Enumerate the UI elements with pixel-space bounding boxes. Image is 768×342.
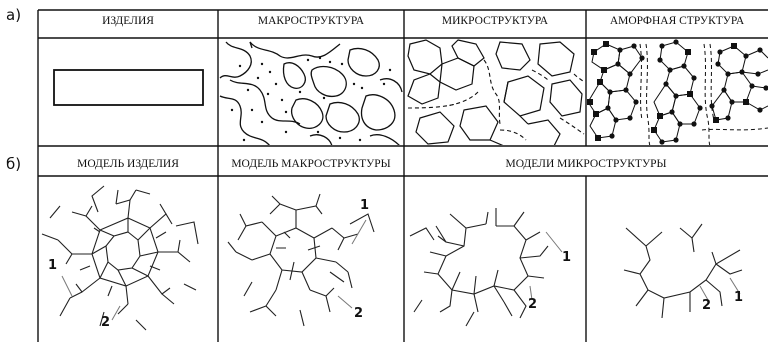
header-microstructure-models: МОДЕЛИ МИКРОСТРУКТУРЫ bbox=[505, 158, 667, 170]
amorphous-network bbox=[587, 41, 768, 143]
product-model-graph bbox=[41, 185, 199, 331]
marker-2-micro-model-1: 2 bbox=[528, 297, 538, 312]
header-macrostructure: МАКРОСТРУКТУРА bbox=[257, 15, 365, 27]
marker-1-micro-model-2: 1 bbox=[734, 290, 744, 305]
microstructure-drawing bbox=[407, 39, 583, 145]
header-microstructure: МИКРОСТРУКТУРА bbox=[441, 15, 549, 27]
marker-2-product-model: 2 bbox=[101, 315, 111, 330]
product-rectangle bbox=[53, 69, 204, 106]
amorphous-nodes bbox=[587, 39, 768, 145]
amorphous-dashes bbox=[639, 43, 768, 145]
marker-2-macro-model: 2 bbox=[354, 306, 364, 321]
row-a-label: а) bbox=[6, 6, 22, 24]
macrostructure-drawing bbox=[219, 41, 403, 145]
macrostructure-dots bbox=[230, 56, 392, 142]
marker-2-micro-model-2: 2 bbox=[702, 298, 712, 313]
grid-lines bbox=[37, 9, 768, 342]
microstructure-dashes bbox=[407, 59, 585, 141]
header-macrostructure-model: МОДЕЛЬ МАКРОСТРУКТУРЫ bbox=[231, 158, 391, 170]
header-products: ИЗДЕЛИЯ bbox=[102, 15, 154, 27]
microstructure-model-1-graph bbox=[409, 208, 549, 327]
header-product-model: МОДЕЛЬ ИЗДЕЛИЯ bbox=[77, 158, 179, 170]
marker-1-micro-model-1: 1 bbox=[562, 250, 572, 265]
marker-leaders bbox=[61, 219, 741, 321]
header-amorphous-structure: АМОРФНАЯ СТРУКТУРА bbox=[609, 15, 745, 27]
row-b-label: б) bbox=[6, 155, 22, 173]
marker-1-macro-model: 1 bbox=[360, 198, 370, 213]
macrostructure-model-graph bbox=[227, 193, 375, 327]
marker-1-product-model: 1 bbox=[48, 258, 58, 273]
microstructure-model-2-graph bbox=[623, 223, 743, 319]
